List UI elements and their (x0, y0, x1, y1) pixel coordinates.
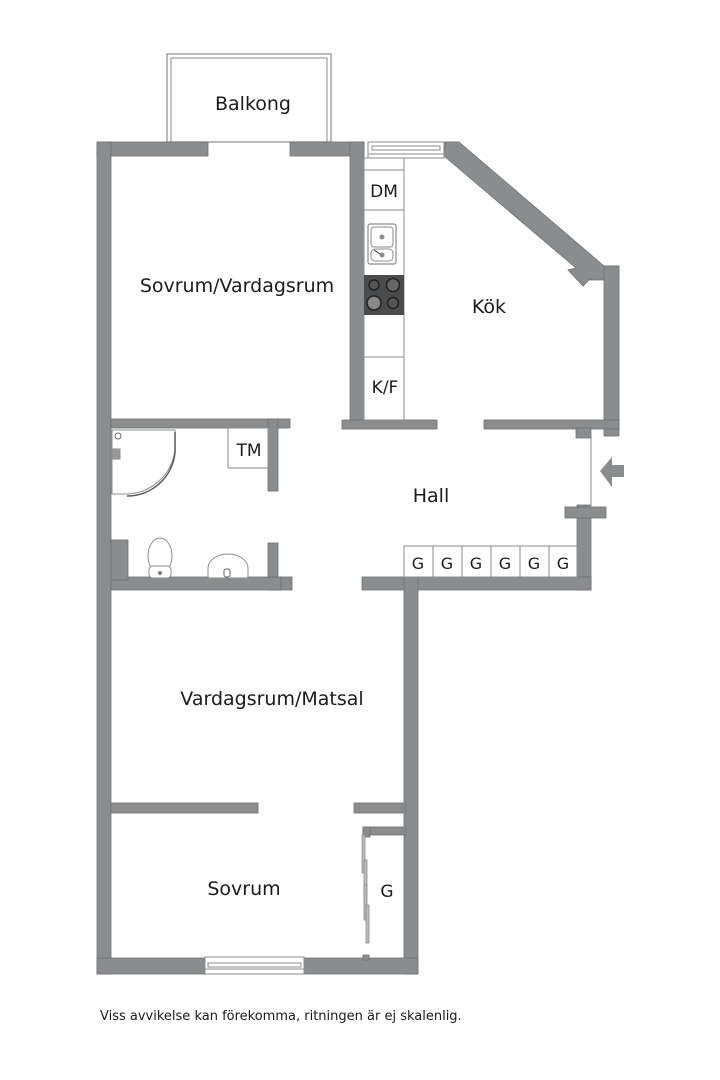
stove-icon (364, 275, 404, 315)
balcony (166, 53, 332, 143)
label-wardrobe-hall: G (441, 554, 453, 573)
bathroom-fixtures (111, 427, 269, 579)
wall-left (96, 141, 112, 975)
label-bedroom: Sovrum (207, 878, 280, 900)
wall-bottom-right (303, 957, 419, 975)
wall-diagonal (443, 141, 620, 287)
wall-wardrobe-top-stub (362, 826, 371, 838)
wall-entrance-lower-cap (564, 506, 607, 519)
kitchen-window (367, 141, 445, 159)
label-kitchen: Kök (472, 296, 506, 318)
wall-bath-bottom (110, 576, 282, 591)
sink-icon (367, 223, 397, 265)
wall-kitchen-right (603, 265, 620, 437)
label-wardrobe-bedroom: G (380, 882, 393, 902)
label-wardrobe-hall: G (412, 554, 424, 573)
wall-bath-top (110, 418, 291, 429)
wall-living-right (403, 576, 419, 975)
label-dishwasher: DM (370, 182, 398, 202)
wall-bottom-left (96, 957, 206, 975)
wall-bath-bump (110, 539, 129, 581)
label-wardrobe-hall: G (528, 554, 540, 573)
label-balcony: Balkong (215, 93, 291, 115)
wall-kitchen-bottom-left (341, 419, 438, 430)
wall-kitchen-bottom-stub (575, 427, 592, 439)
wall-bottom-stub (362, 954, 370, 961)
label-living-dining: Vardagsrum/Matsal (180, 688, 363, 710)
toilet-icon (147, 537, 173, 579)
disclaimer-caption: Viss avvikelse kan förekomma, ritningen … (100, 1009, 462, 1024)
wall-living-bottom-right (353, 802, 407, 814)
wall-hall-bottom (361, 576, 592, 591)
hall-wardrobes (403, 545, 578, 578)
bedroom-wardrobe-doors (361, 834, 370, 944)
bedroom-window (204, 956, 305, 975)
walls (96, 141, 620, 975)
wall-top-left (96, 141, 209, 157)
entrance-arrow-icon (600, 457, 624, 487)
wall-kitchen-bottom-right (483, 419, 620, 430)
windows (204, 141, 445, 975)
label-bedroom-living: Sovrum/Vardagsrum (140, 275, 334, 297)
kitchen-counter (363, 157, 405, 421)
wall-kitchen-left (349, 141, 365, 429)
label-wardrobe-hall: G (470, 554, 482, 573)
wall-bath-right-bottom (267, 542, 279, 579)
washing-machine-box (227, 427, 269, 469)
label-washing-machine: TM (235, 441, 261, 461)
shower-icon (111, 429, 176, 497)
washbasin-icon (207, 553, 249, 579)
wall-bath-right-top (267, 418, 279, 492)
label-hall: Hall (413, 485, 450, 507)
label-wardrobe-hall: G (499, 554, 511, 573)
label-fridge-freezer: K/F (372, 378, 399, 398)
label-wardrobe-hall: G (557, 554, 569, 573)
wall-living-bottom-left (110, 802, 259, 814)
